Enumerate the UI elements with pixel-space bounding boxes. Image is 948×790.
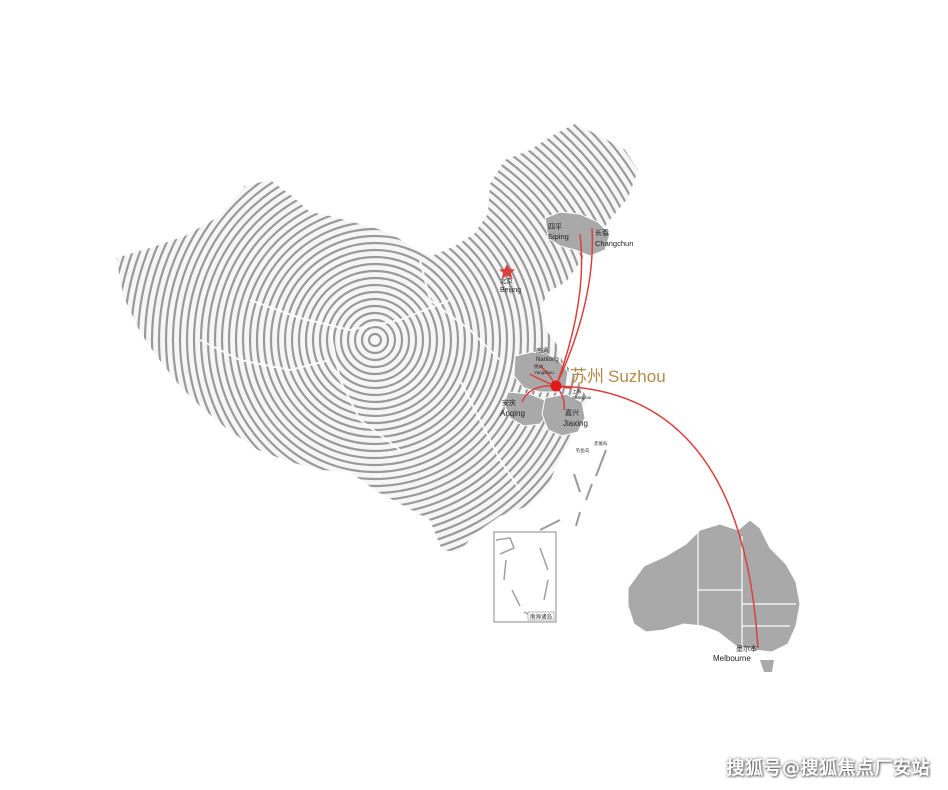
ring-line [360,325,390,355]
anhui-region [503,391,549,427]
label-shanghai-cn: 上海 [572,388,581,395]
suzhou-dot [550,380,562,392]
label-nantong-en: Nantong [536,357,559,363]
zhejiang-region [541,393,586,437]
ring-line [262,227,488,453]
ring-line [346,311,404,369]
australia-state-borders [697,532,796,646]
route-suzhou-melbourne [555,385,759,649]
inset-label: 南海诸岛 [530,613,553,621]
label-beijing-en: Beijing [500,287,521,294]
label-jiaxing-en: Jiaxing [563,419,588,428]
label-beijing-cn: 北京 [500,276,514,285]
suzhou-label-en: Suzhou [608,367,666,386]
ring-line [367,332,383,348]
label-yangzhou-en: Yangzhou [534,370,554,375]
city-labels: 四平 Siping 长春 Changchun 北京 Beijing 南通 Nan… [500,223,757,663]
australia [627,519,801,672]
ring-line [339,304,411,376]
label-chiwei: 赤尾屿 [594,440,608,447]
beijing-marker [499,264,515,279]
east-sea-islands [539,449,607,531]
ring-line [353,318,397,362]
ring-line [276,241,474,439]
ring-line [311,276,439,404]
label-shanghai-en: Shanghai [572,395,591,400]
label-melbourne-cn: 墨尔本 [736,644,757,653]
jilin-region [544,211,611,257]
highlighted-regions [503,211,611,437]
ring-line [304,269,446,411]
route-suzhou-siping [555,233,583,387]
label-diaoyu: 钓鱼岛 [576,447,590,454]
routes [521,227,759,649]
label-melbourne-en: Melbourne [713,654,751,663]
china-land [116,124,638,552]
label-siping-cn: 四平 [548,223,562,231]
label-changchun-cn: 长春 [595,228,609,237]
australia-land [627,519,801,653]
label-yangzhou-cn: 扬州 [534,363,543,370]
ring-line [283,248,467,432]
suzhou-label: 苏州 Suzhou [570,367,666,387]
province-boundaries [199,259,521,491]
route-suzhou-changchun [555,227,594,387]
ring-line [290,255,460,425]
label-jiaxing-cn: 嘉兴 [565,408,579,417]
ring-line [297,262,453,418]
suzhou-label-cn: 苏州 [570,367,604,387]
label-nantong-cn: 南通 [536,347,548,355]
tasmania-land [760,660,774,672]
ring-line [332,297,418,383]
watermark-text: 搜狐号@搜狐焦点厂安站 [726,758,930,779]
label-anqing-cn: 安庆 [502,398,516,407]
ring-line [318,283,432,397]
label-changchun-en: Changchun [595,239,633,248]
ring-line [325,290,425,390]
south-china-sea-inset: 南海诸岛 [493,531,557,623]
label-anqing-en: Anqing [500,409,525,418]
label-siping-en: Siping [548,232,569,241]
